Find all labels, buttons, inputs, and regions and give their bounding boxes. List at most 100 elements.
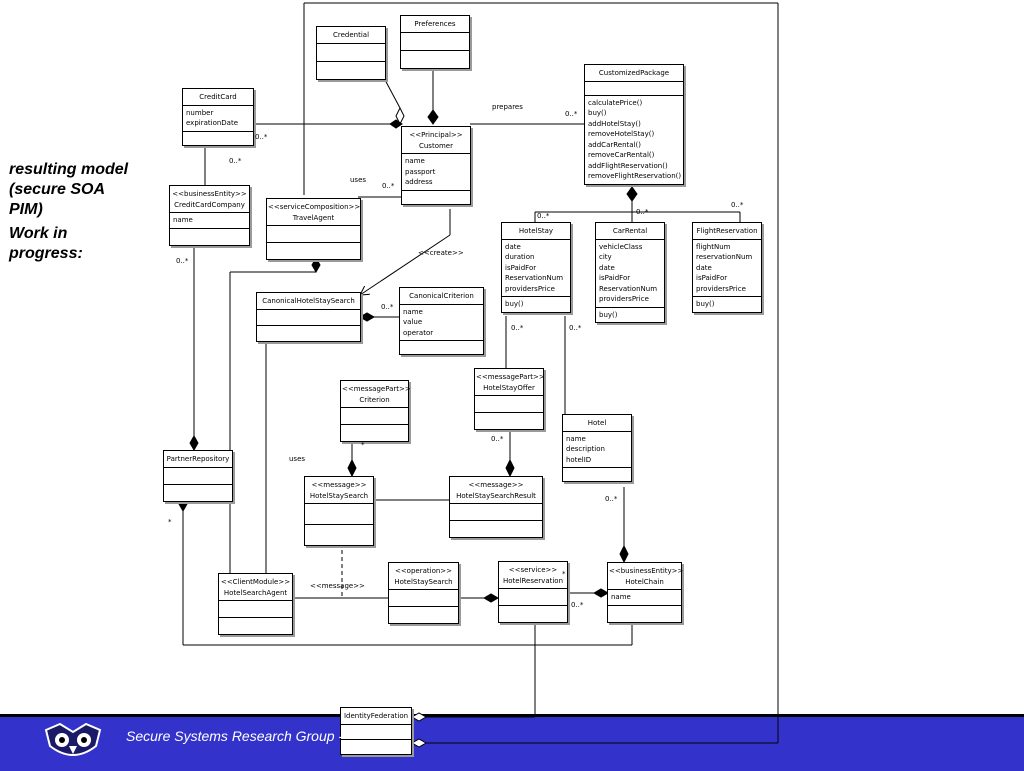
stereotype: <<ClientModule>> (220, 578, 291, 586)
attribute: city (599, 253, 612, 261)
operation: addFlightReservation() (588, 161, 668, 170)
class-hotel-stay-search-message: <<message>> HotelStaySearch (304, 476, 374, 546)
operation: removeFlightReservation() (588, 172, 682, 180)
multiplicity: 0..* (565, 110, 578, 118)
class-partner-repository: PartnerRepository (163, 450, 233, 502)
multiplicity: 0..* (255, 133, 268, 141)
class-canonical-hotel-stay-search: CanonicalHotelStaySearch (256, 292, 361, 342)
multiplicity: * (361, 441, 365, 449)
class-name: Preferences (414, 20, 456, 28)
operation: removeCarRental() (588, 151, 655, 159)
multiplicity: 0..* (605, 495, 618, 503)
stereotype: <<businessEntity>> (172, 190, 247, 198)
diamond-preferences (427, 109, 439, 125)
class-name: HotelSearchAgent (223, 588, 288, 597)
line-credential-customer (383, 77, 401, 109)
class-name: CreditCardCompany (174, 200, 245, 209)
multiplicity: 0..* (511, 324, 524, 332)
class-hotel: Hotel name description hotelID (562, 414, 632, 482)
class-hotel-stay-offer: <<messagePart>> HotelStayOffer (474, 368, 545, 430)
attribute: providersPrice (696, 284, 746, 293)
label-uses-message: uses (289, 455, 306, 463)
attribute: isPaidFor (505, 263, 537, 272)
class-hotel-search-agent: <<ClientModule>> HotelSearchAgent (218, 573, 293, 635)
attribute: name (566, 434, 586, 443)
diamond-reservation (482, 593, 500, 603)
class-name: CustomizedPackage (598, 69, 670, 77)
stereotype: <<message>> (311, 481, 367, 489)
class-name: PartnerRepository (166, 455, 230, 463)
operation: calculatePrice() (588, 98, 643, 107)
attribute: operator (403, 328, 434, 337)
class-car-rental: CarRental vehicleClass city date isPaidF… (595, 222, 665, 323)
stereotype: <<messagePart>> (342, 385, 411, 393)
footer-text: Secure Systems Research Group - (126, 728, 344, 744)
class-name: HotelStaySearchResult (456, 491, 536, 500)
attribute: date (696, 263, 712, 272)
multiplicity: 0..* (381, 303, 394, 311)
class-name: Customer (418, 141, 453, 150)
attribute: date (505, 242, 521, 251)
attribute: name (403, 307, 423, 316)
owl-logo-icon (44, 722, 102, 756)
multiplicity: 0..* (176, 257, 189, 265)
operation: buy() (599, 310, 618, 319)
class-customer: <<Principal>> Customer name passport add… (401, 126, 471, 205)
stereotype: <<Principal>> (409, 131, 463, 139)
attribute: duration (505, 253, 535, 261)
class-travel-agent: <<serviceComposition>> TravelAgent (266, 198, 361, 260)
attribute: name (611, 593, 631, 601)
multiplicity: 0..* (537, 212, 550, 220)
class-name: IdentityFederation (343, 712, 409, 720)
multiplicity: * (562, 570, 566, 578)
multiplicity: 0..* (382, 182, 395, 190)
label-uses-customer: uses (350, 176, 367, 184)
class-flight-reservation: FlightReservation flightNum reservationN… (692, 222, 762, 313)
attribute: number (186, 108, 214, 117)
attribute: ReservationNum (599, 284, 658, 293)
diamond-reservation-chain (592, 588, 610, 598)
attribute: isPaidFor (696, 274, 728, 282)
class-name: CreditCard (199, 93, 237, 101)
multiplicity: 0..* (636, 208, 649, 216)
line-create-arrow (360, 234, 451, 295)
class-name: HotelReservation (502, 576, 564, 585)
diamond-creditcard (389, 119, 403, 129)
attribute: description (566, 445, 605, 453)
operation: addCarRental() (588, 140, 641, 149)
multiplicity: 0..* (571, 601, 584, 609)
stereotype: <<businessEntity>> (609, 567, 684, 575)
diamond-idfed-2 (410, 738, 428, 748)
diamond-idfed-1 (410, 712, 428, 722)
stereotype: <<message>> (468, 481, 524, 489)
operation: removeHotelStay() (588, 130, 655, 138)
multiplicity: 0..* (569, 324, 582, 332)
attribute: providersPrice (599, 295, 649, 303)
class-hotel-stay-search-result: <<message>> HotelStaySearchResult (449, 476, 543, 538)
multiplicity: * (168, 518, 172, 526)
class-name: Credential (332, 31, 370, 39)
class-name: TravelAgent (292, 213, 335, 222)
attribute: value (403, 318, 423, 326)
label-message-dependency: <<message>> (310, 582, 365, 590)
diamond-package (626, 186, 638, 202)
class-name: HotelChain (625, 577, 664, 586)
operation: buy() (588, 109, 607, 117)
attribute: vehicleClass (599, 242, 643, 251)
attribute: ReservationNum (505, 274, 564, 282)
attribute: providersPrice (505, 284, 555, 293)
multiplicity: 0..* (731, 201, 744, 209)
attribute: passport (405, 167, 436, 176)
attribute: flightNum (696, 242, 731, 251)
side-note: resulting model (secure SOA PIM) Work in… (9, 160, 139, 264)
class-credit-card-company: <<businessEntity>> CreditCardCompany nam… (169, 185, 250, 246)
side-note-line1: resulting model (secure SOA PIM) (9, 161, 129, 218)
class-name: HotelStaySearch (309, 491, 369, 500)
attribute: date (599, 263, 615, 272)
attribute: reservationNum (696, 253, 753, 261)
diamond-travelagent (311, 256, 321, 274)
class-name: HotelStaySearch (394, 577, 453, 586)
side-note-line2: Work in progress: (9, 225, 83, 262)
attribute: address (405, 178, 433, 186)
